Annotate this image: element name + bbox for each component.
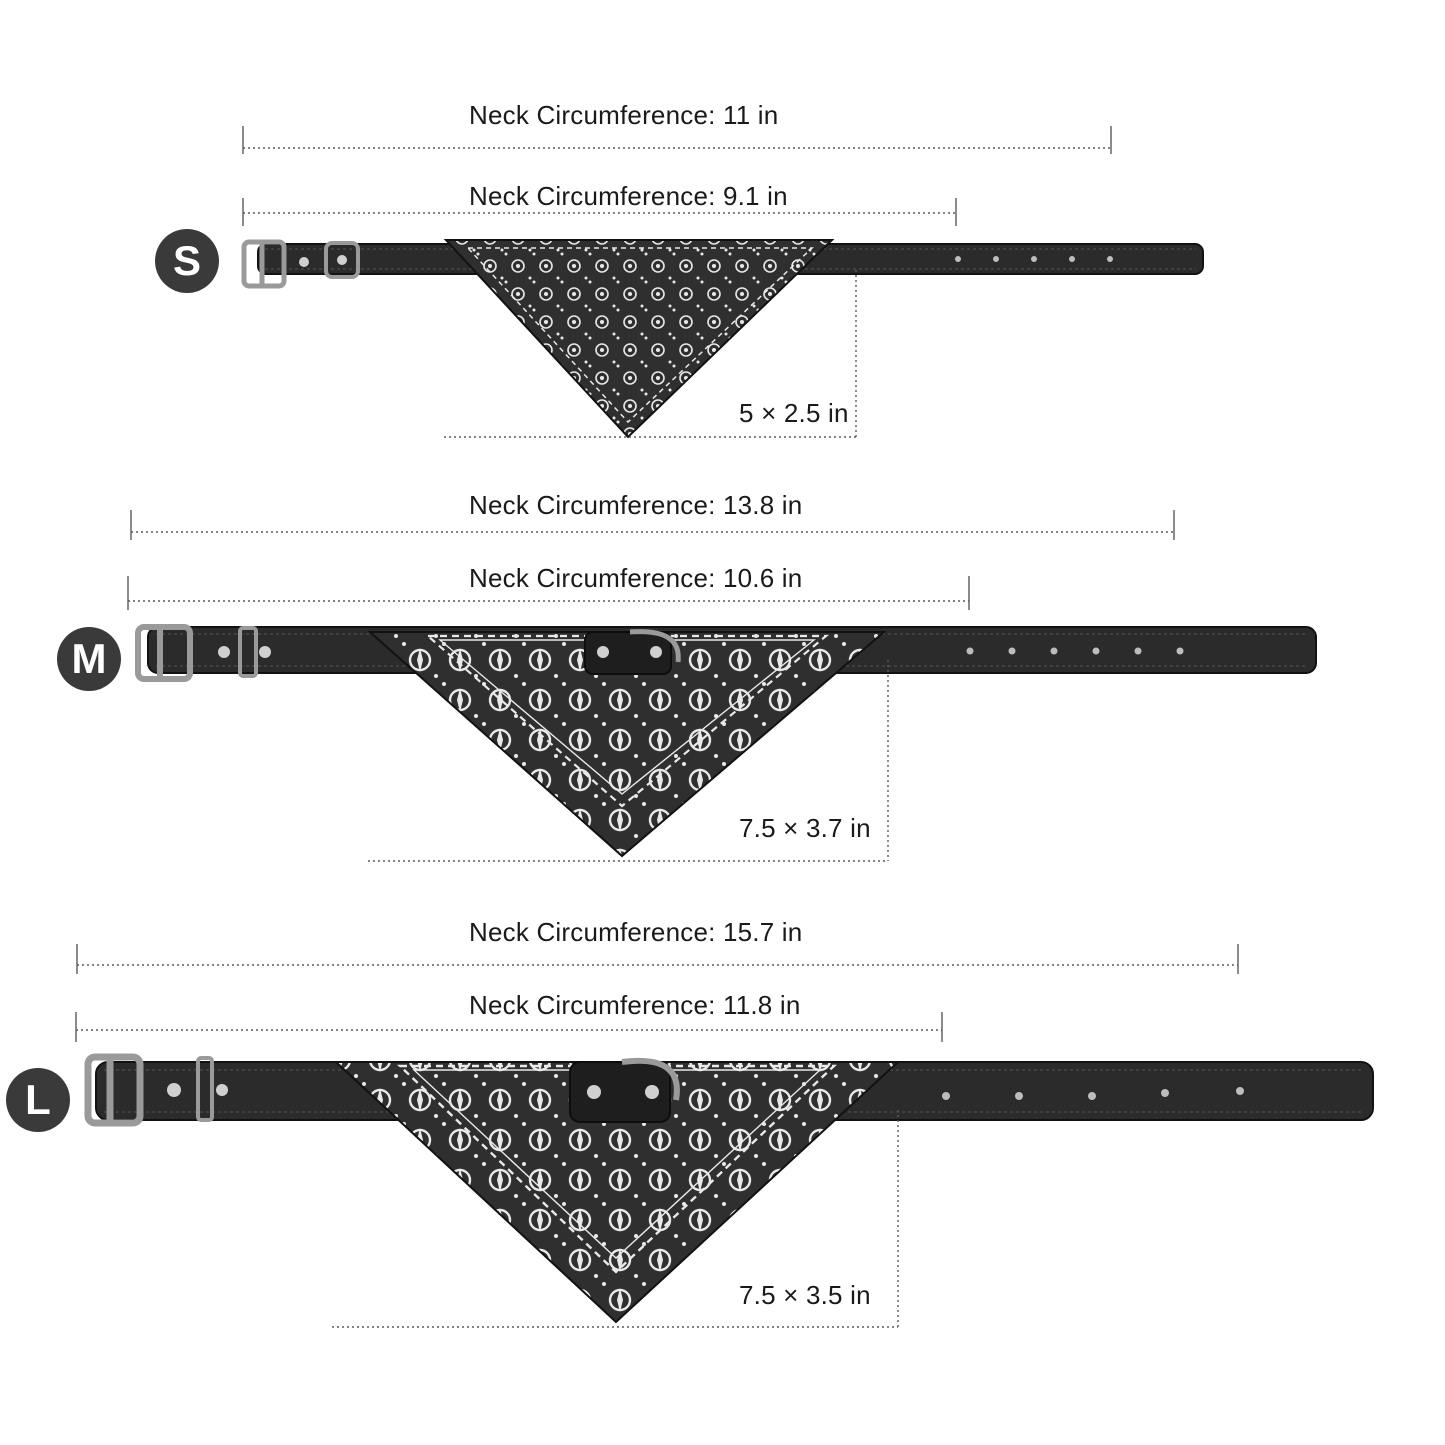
size-m-group [127, 510, 1317, 862]
bandana-measure-line [368, 660, 889, 862]
inner-measure-line [242, 198, 957, 226]
outer-measure-line [130, 510, 1175, 540]
d-ring-icon [569, 1057, 680, 1123]
size-s-bandana-label: 5 × 2.5 in [739, 398, 849, 428]
size-l-inner-neck-label: Neck Circumference: 11.8 in [469, 990, 801, 1020]
bandana-measure-line [444, 270, 857, 438]
size-l-outer-neck-label: Neck Circumference: 15.7 in [469, 917, 803, 947]
size-s-outer-neck-label: Neck Circumference: 11 in [469, 100, 779, 130]
bandana [443, 239, 835, 439]
buckle-icon [241, 239, 360, 289]
inner-measure-line [75, 1012, 943, 1042]
size-m-outer-neck-label: Neck Circumference: 13.8 in [469, 490, 803, 520]
size-s-badge: S [155, 229, 219, 293]
d-ring-icon [584, 629, 681, 675]
size-s-inner-neck-label: Neck Circumference: 9.1 in [469, 181, 788, 211]
inner-measure-line [127, 576, 970, 610]
size-s-group [241, 126, 1204, 439]
buckle-icon [135, 624, 258, 682]
size-l-group [75, 944, 1374, 1328]
size-m-bandana-label: 7.5 × 3.7 in [739, 813, 871, 843]
buckle-icon [84, 1053, 214, 1127]
outer-measure-line [242, 126, 1112, 154]
size-l-bandana-label: 7.5 × 3.5 in [739, 1280, 871, 1310]
size-l-badge: L [6, 1068, 70, 1132]
bandana-measure-line [332, 1110, 899, 1328]
size-m-badge: M [57, 627, 121, 691]
size-m-inner-neck-label: Neck Circumference: 10.6 in [469, 563, 803, 593]
outer-measure-line [76, 944, 1239, 974]
